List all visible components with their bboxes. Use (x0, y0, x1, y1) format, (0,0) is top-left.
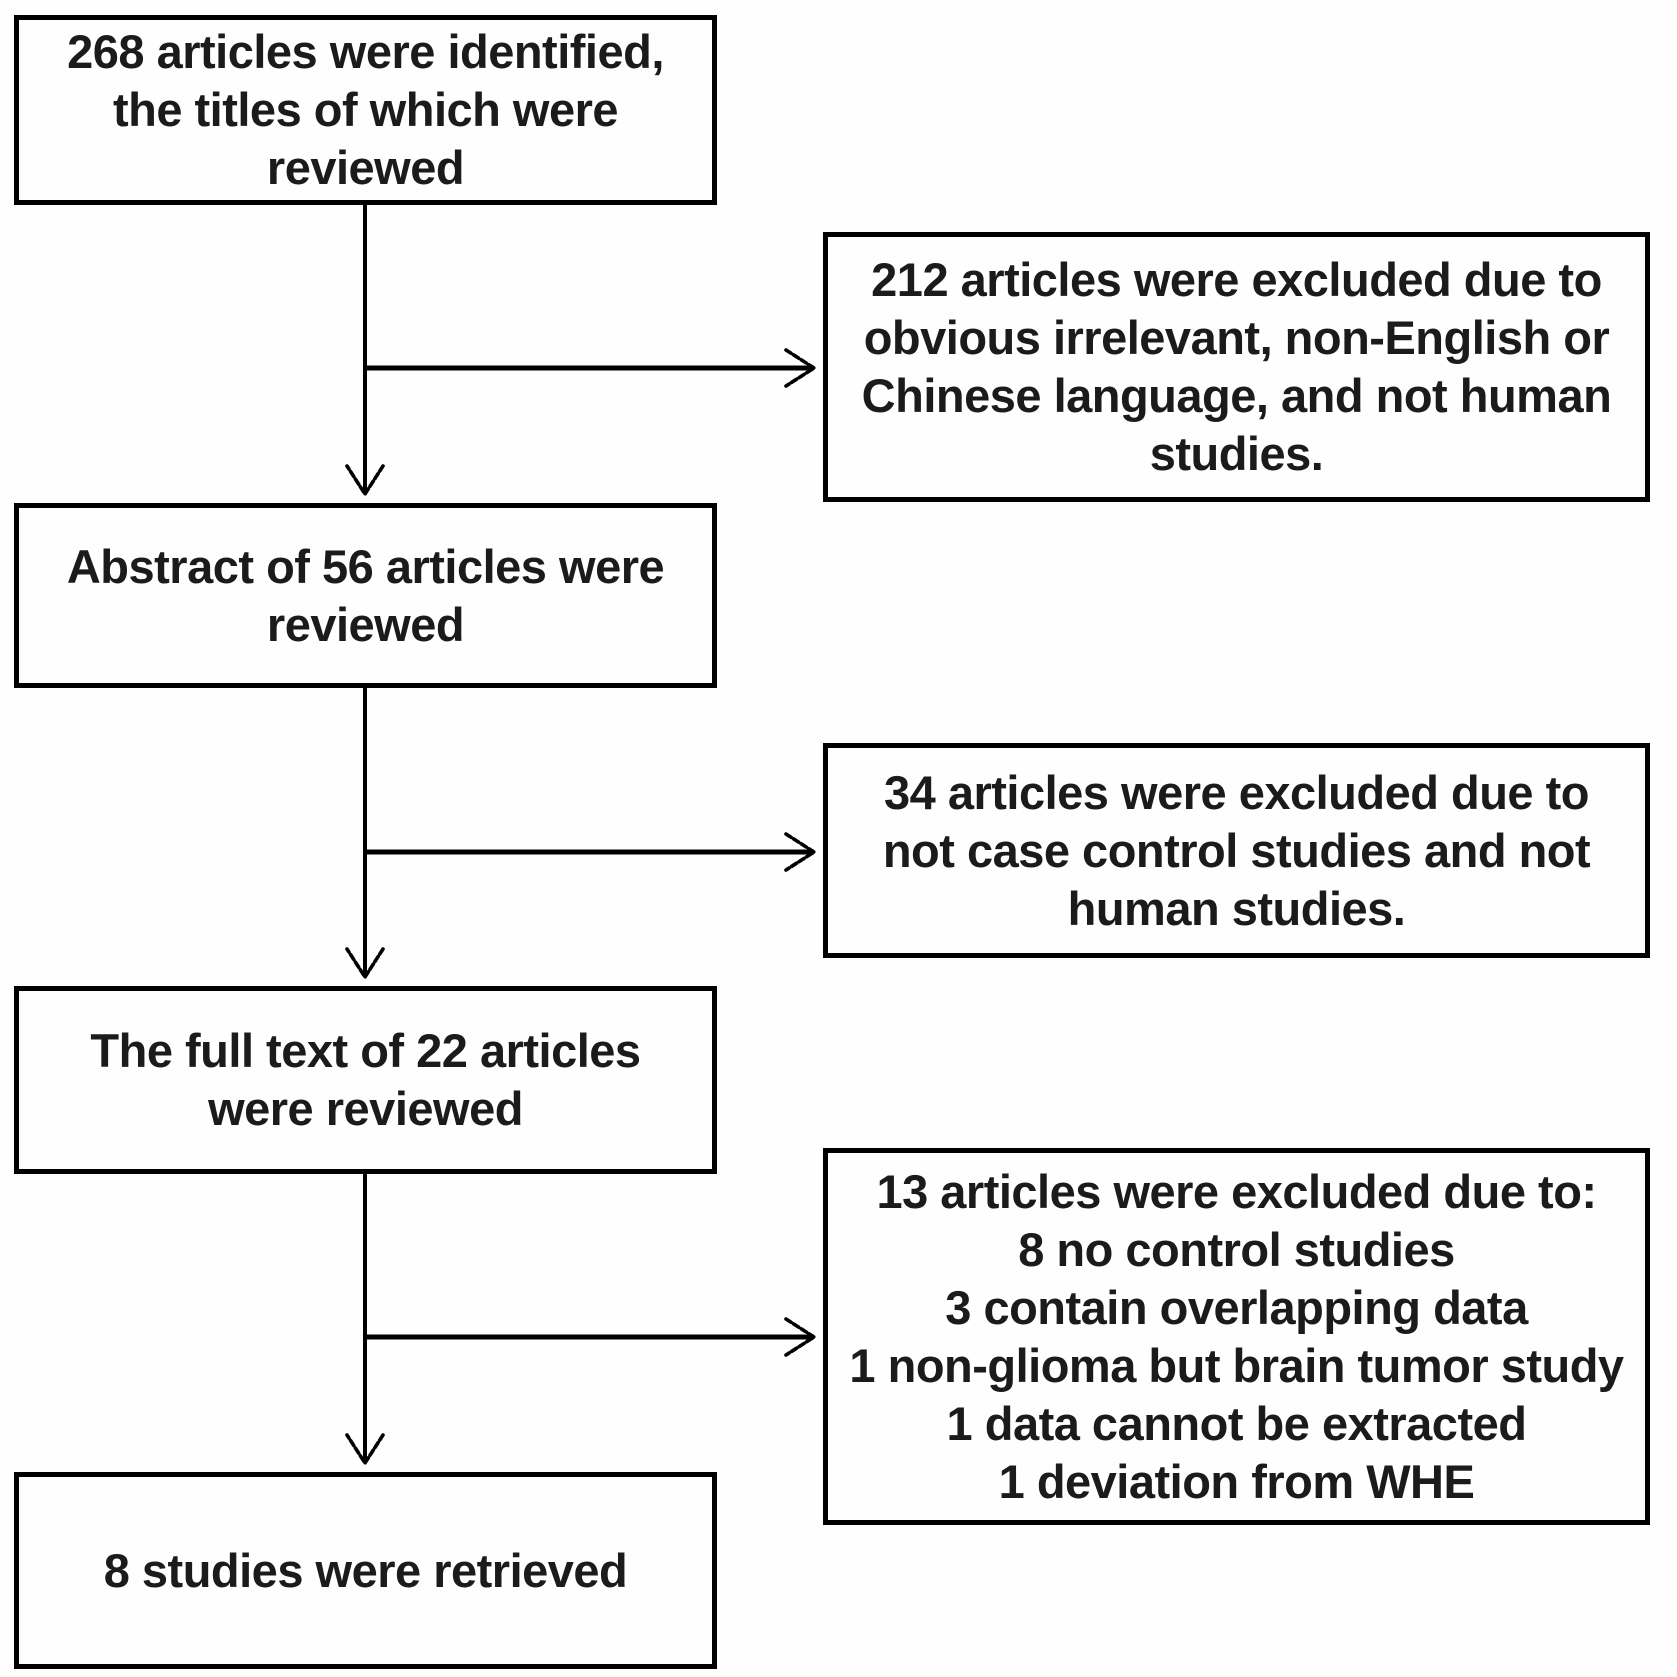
flow-box-abstracts-reviewed: Abstract of 56 articles were reviewed (14, 503, 717, 688)
flow-box-fulltext-reviewed: The full text of 22 articles were review… (14, 986, 717, 1174)
articles-identified-text: 268 articles were identified, the titles… (67, 25, 664, 194)
studies-retrieved-text: 8 studies were retrieved (103, 1543, 628, 1597)
excluded-34-text: 34 articles were excluded due to not cas… (882, 765, 1591, 935)
abstracts-reviewed-text: Abstract of 56 articles were reviewed (66, 539, 665, 651)
flow-box-articles-identified: 268 articles were identified, the titles… (14, 15, 717, 205)
flow-box-excluded-212: 212 articles were excluded due to obviou… (823, 232, 1650, 502)
excluded-13-text: 13 articles were excluded due to: 8 no c… (849, 1164, 1624, 1508)
flow-box-excluded-34: 34 articles were excluded due to not cas… (823, 743, 1650, 958)
flow-box-studies-retrieved: 8 studies were retrieved (14, 1472, 717, 1669)
excluded-212-text: 212 articles were excluded due to obviou… (861, 253, 1612, 480)
fulltext-reviewed-text: The full text of 22 articles were review… (90, 1024, 641, 1135)
flow-box-excluded-13: 13 articles were excluded due to: 8 no c… (823, 1148, 1650, 1525)
